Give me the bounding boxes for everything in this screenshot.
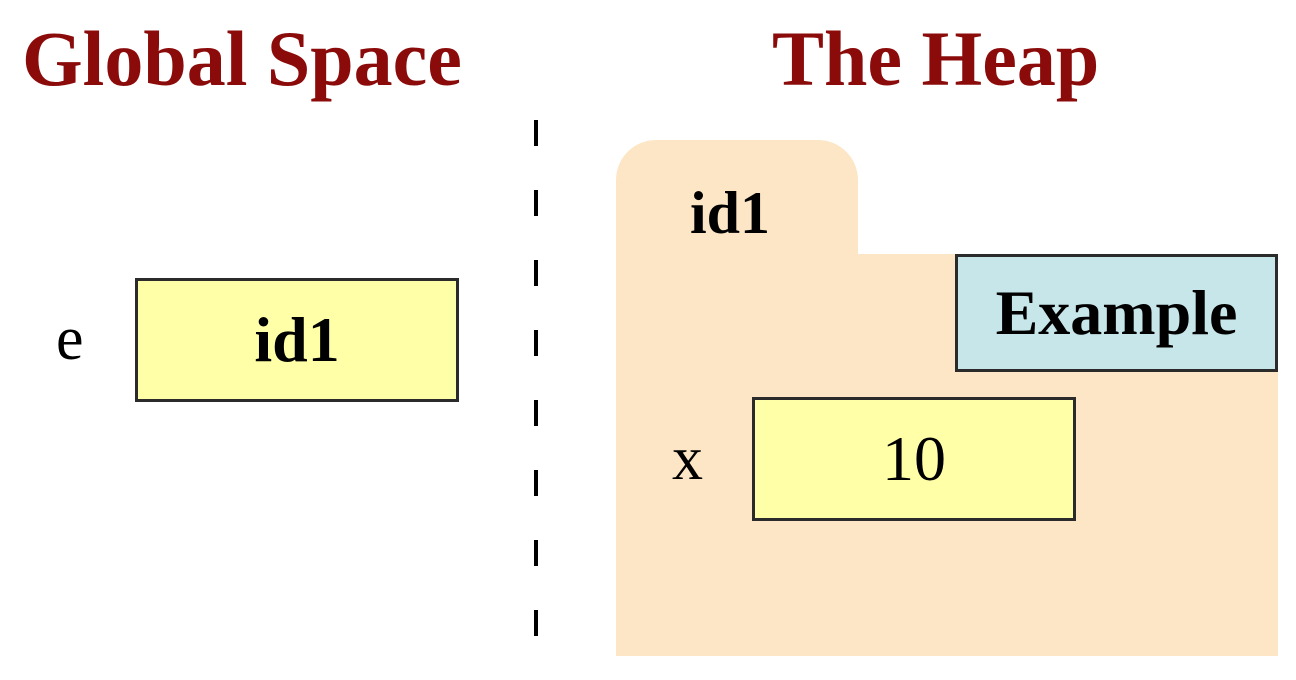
global-variable-name: e (56, 305, 84, 373)
heap-heading: The Heap (772, 15, 1100, 102)
heap-object-class-box: Example (955, 254, 1278, 372)
heap-field-value-box: 10 (752, 397, 1076, 521)
section-divider (534, 120, 538, 640)
heap-field-name: x (672, 425, 703, 493)
global-variable-value-box: id1 (135, 278, 459, 402)
heap-object-id: id1 (690, 180, 771, 246)
global-space-heading: Global Space (22, 15, 462, 102)
heap-object-folder-tab (616, 140, 858, 270)
